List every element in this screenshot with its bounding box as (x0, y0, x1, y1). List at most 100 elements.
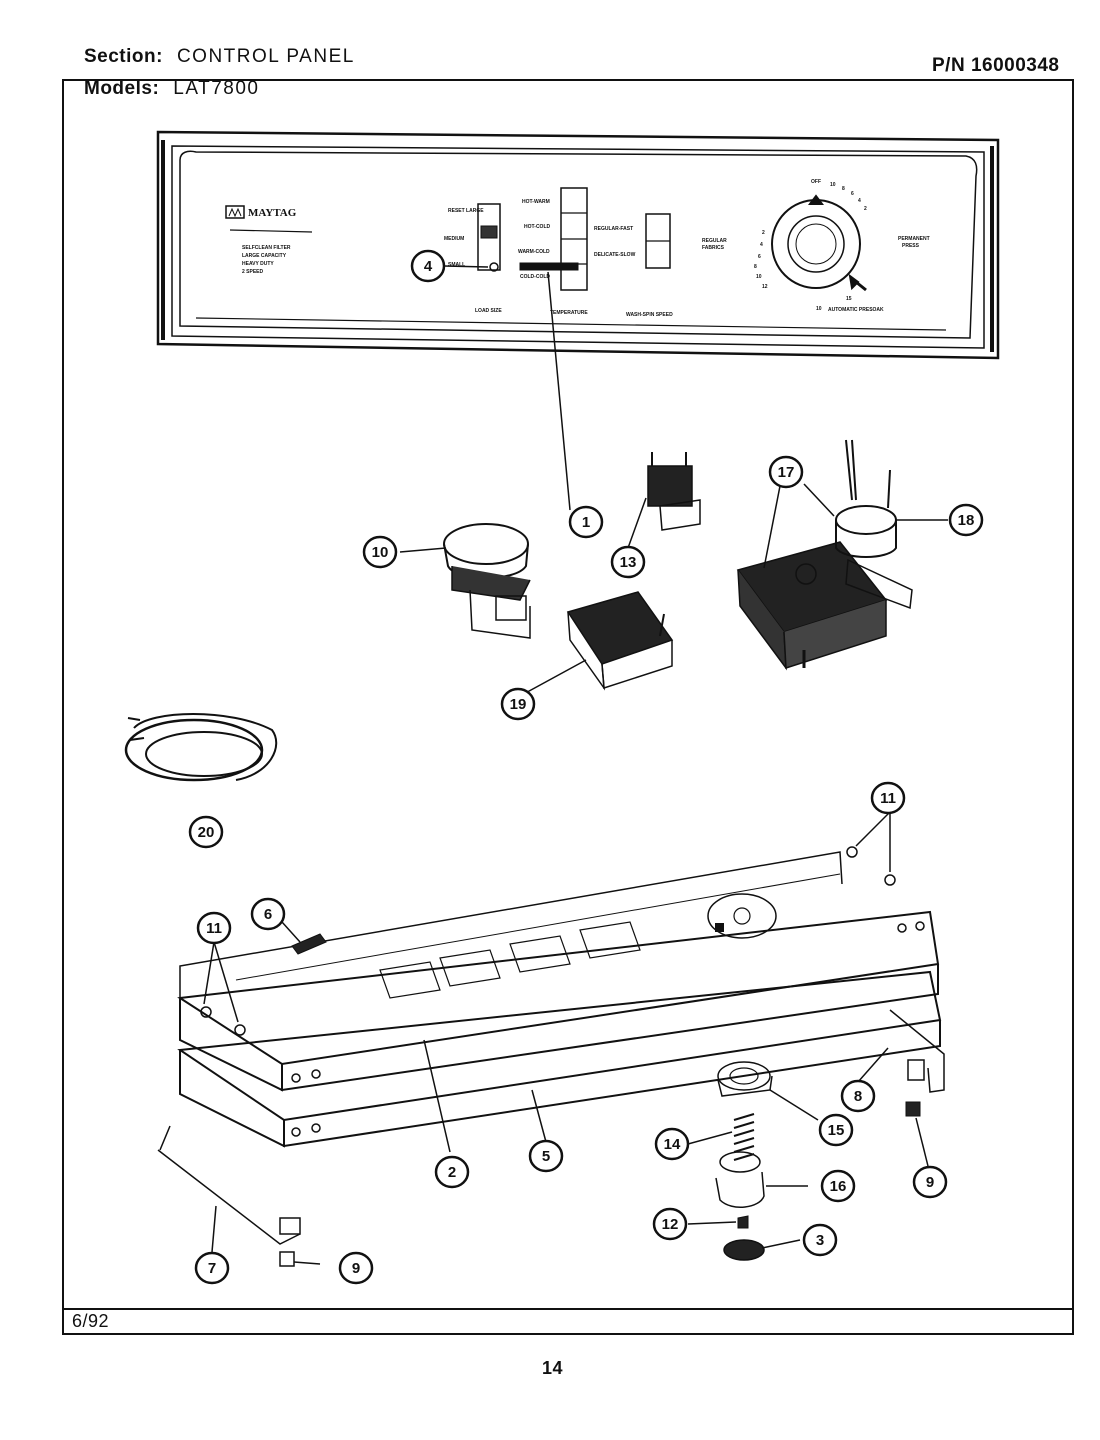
callout-3: 3 (802, 1223, 838, 1257)
callout-5: 5 (528, 1139, 564, 1173)
callout-13: 13 (610, 545, 646, 579)
part-number: P/N 16000348 (932, 55, 1060, 76)
callout-circle (840, 1079, 876, 1113)
dial-top-8: 8 (842, 186, 845, 192)
callout-circle (654, 1127, 690, 1161)
callout-number: 16 (830, 1178, 847, 1195)
part-6-clip (291, 933, 327, 955)
footer-divider (62, 1308, 1074, 1310)
callout-circle (948, 503, 984, 537)
section-value: CONTROL PANEL (176, 46, 355, 67)
part-5-lower-bracket (177, 970, 945, 1148)
load-size-small: SMALL (448, 262, 465, 268)
part-19-switch-block (566, 591, 674, 691)
callout-6: 6 (250, 897, 286, 931)
part-16-cam (717, 1061, 773, 1097)
load-size-selector: RESET LARGE MEDIUM SMALL LOAD SIZE (444, 203, 502, 314)
callout-number: 18 (958, 512, 975, 529)
callout-circle (568, 505, 604, 539)
callout-number: 15 (828, 1122, 845, 1139)
dial-press-label: PRESS (902, 243, 920, 249)
callout-1: 1 (568, 505, 604, 539)
part-9-clip-left (279, 1251, 295, 1267)
diagram-frame (62, 79, 1074, 1335)
brand-text: MAYTAG (248, 207, 297, 219)
temperature-selector: HOT-WARM HOT-COLD WARM-COLD COLD-COLD TE… (518, 187, 588, 316)
callout-9: 9 (912, 1165, 948, 1199)
panel-desc-line-3: HEAVY DUTY (242, 261, 274, 267)
dial-top-2: 2 (864, 206, 867, 212)
part-9-clip-right (905, 1101, 921, 1117)
callout-12: 12 (652, 1207, 688, 1241)
dial-left-10: 10 (756, 274, 762, 280)
callout-20: 20 (188, 815, 224, 849)
callout-11-b: 11 (870, 781, 906, 815)
callout-number: 2 (448, 1164, 456, 1181)
callout-number: 8 (854, 1088, 862, 1105)
callout-circle (500, 687, 536, 721)
callout-number: 17 (778, 464, 795, 481)
models-value: LAT7800 (173, 78, 260, 99)
callout-number: 10 (372, 544, 389, 561)
callout-circle (410, 249, 446, 283)
page-number: 14 (542, 1358, 564, 1378)
part-1-spring (519, 262, 579, 271)
callout-9-b: 9 (338, 1251, 374, 1285)
dial-top-10: 10 (830, 182, 836, 188)
callout-circle (434, 1155, 470, 1189)
load-size-large: RESET LARGE (448, 208, 484, 214)
callout-circle (820, 1169, 856, 1203)
part-14-spring (733, 1113, 755, 1161)
part-7-side-bracket (157, 1125, 301, 1245)
section-label: Section: (84, 46, 163, 67)
wash-spin-caption: WASH-SPIN SPEED (626, 312, 673, 318)
temp-warm-cold: WARM-COLD (518, 249, 550, 255)
part-13-switch (647, 452, 701, 531)
callout-8: 8 (840, 1079, 876, 1113)
dial-fabrics-label: FABRICS (702, 245, 725, 251)
part-11-screws (200, 846, 896, 1036)
part-10-dial-motor (443, 523, 531, 639)
dial-top-6: 6 (851, 191, 854, 197)
panel-desc-line-2: LARGE CAPACITY (242, 253, 287, 259)
part-4-ring (489, 262, 499, 272)
dial-top-4: 4 (858, 198, 861, 204)
callout-circle (652, 1207, 688, 1241)
callout-circle (528, 1139, 564, 1173)
dial-presoak-label: AUTOMATIC PRESOAK (828, 307, 884, 313)
panel-desc-line-4: 2 SPEED (242, 269, 264, 275)
callout-18: 18 (948, 503, 984, 537)
callout-14: 14 (654, 1127, 690, 1161)
callout-number: 9 (926, 1174, 934, 1191)
callout-7: 7 (194, 1251, 230, 1285)
callout-number: 20 (198, 824, 215, 841)
temp-hot-cold: HOT-COLD (524, 224, 550, 230)
dial-bottom-10: 10 (816, 306, 822, 312)
callout-number: 11 (206, 920, 222, 937)
callout-circle (768, 455, 804, 489)
part-20-wire-harness (124, 713, 278, 782)
part-3-knob (723, 1239, 765, 1261)
dial-left-8: 8 (754, 264, 757, 270)
dial-permanent-label: PERMANENT (898, 236, 930, 242)
dial-left-6: 6 (758, 254, 761, 260)
dial-left-2: 2 (762, 230, 765, 236)
wash-regular-fast: REGULAR-FAST (594, 226, 633, 232)
temperature-caption: TEMPERATURE (550, 310, 588, 316)
callout-circle (250, 897, 286, 931)
callout-15: 15 (818, 1113, 854, 1147)
dial-regular-label: REGULAR (702, 238, 727, 244)
part-15-timer (736, 541, 913, 671)
callout-circle (818, 1113, 854, 1147)
control-panel-console: MAYTAG SELFCLEAN FILTER LARGE CAPACITY H… (156, 130, 1000, 360)
temp-cold-cold: COLD-COLD (520, 274, 550, 280)
callout-circle (802, 1223, 838, 1257)
callout-number: 19 (510, 696, 527, 713)
load-size-medium: MEDIUM (444, 236, 464, 242)
maytag-logo: MAYTAG (225, 205, 297, 219)
callout-circle (194, 1251, 230, 1285)
load-size-caption: LOAD SIZE (475, 308, 502, 314)
dial-left-12: 12 (762, 284, 768, 290)
panel-desc-line-1: SELFCLEAN FILTER (242, 245, 291, 251)
